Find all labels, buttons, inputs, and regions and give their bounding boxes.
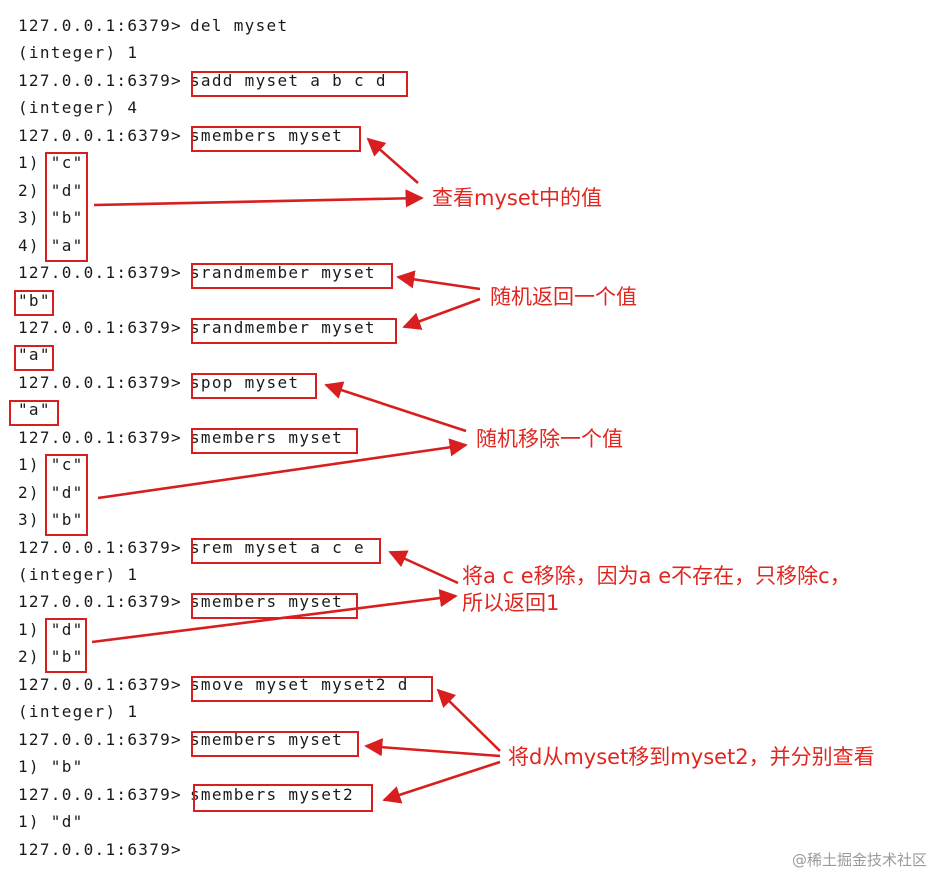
prompt: 127.0.0.1:6379> — [18, 317, 182, 337]
command-text: sadd myset a b c d — [190, 70, 387, 90]
prompt: 127.0.0.1:6379> — [18, 70, 182, 90]
command-line: 127.0.0.1:6379> — [18, 838, 190, 862]
command-text: smembers myset — [190, 729, 344, 749]
arrow-srand-1 — [396, 270, 481, 291]
box-smembers-cmd-1 — [191, 126, 361, 152]
note-srem-line2: 所以返回1 — [462, 591, 560, 615]
command-text: smembers myset — [190, 427, 344, 447]
command-line: 127.0.0.1:6379> srem myset a c e — [18, 536, 365, 560]
note-view-values: 查看myset中的值 — [432, 186, 602, 210]
note-smove: 将d从myset移到myset2，并分别查看 — [508, 745, 875, 769]
command-text: smembers myset — [190, 592, 344, 612]
note-random-return: 随机返回一个值 — [490, 285, 637, 309]
command-text: smembers myset — [190, 125, 344, 145]
output-line: (integer) 1 — [18, 43, 139, 63]
arrow-srand-2 — [402, 297, 481, 330]
prompt: 127.0.0.1:6379> — [18, 263, 182, 283]
command-text: spop myset — [190, 372, 300, 392]
command-line: 127.0.0.1:6379> del myset — [18, 14, 288, 38]
command-text: del myset — [190, 16, 289, 35]
box-result-b — [14, 290, 54, 316]
prompt: 127.0.0.1:6379> — [18, 125, 182, 145]
prompt: 127.0.0.1:6379> — [18, 674, 182, 694]
command-line: 127.0.0.1:6379> smove myset myset2 d — [18, 673, 409, 697]
box-members-2 — [45, 454, 88, 536]
command-line: 127.0.0.1:6379> smembers myset — [18, 124, 343, 148]
arrow-smembers-myset — [364, 738, 501, 758]
output-line: 1) "d" — [18, 812, 84, 832]
watermark: @稀土掘金技术社区 — [791, 851, 927, 869]
prompt: 127.0.0.1:6379> — [18, 784, 182, 804]
output-line: 2) "d" — [18, 180, 84, 200]
note-random-remove: 随机移除一个值 — [476, 427, 623, 451]
output-line: "a" — [18, 400, 51, 420]
box-srem-cmd — [191, 538, 381, 564]
box-smembers-cmd-3 — [191, 593, 358, 619]
output-line: 3) "b" — [18, 208, 84, 228]
command-text: srandmember myset — [190, 317, 376, 337]
prompt: 127.0.0.1:6379> — [18, 537, 182, 557]
box-members-3 — [45, 618, 87, 673]
output-line: 3) "b" — [18, 510, 84, 530]
command-text: srandmember myset — [190, 263, 376, 283]
arrow-view-values — [93, 189, 424, 208]
note-srem-line1: 将a c e移除，因为a e不存在，只移除c， — [462, 564, 851, 588]
box-smove-cmd — [191, 676, 433, 702]
arrow-spop — [324, 381, 467, 433]
prompt: 127.0.0.1:6379> — [18, 839, 182, 859]
output-line: 1) "c" — [18, 455, 84, 475]
command-line: 127.0.0.1:6379> smembers myset — [18, 728, 343, 752]
box-smembers-cmd-2 — [191, 428, 358, 454]
command-line: 127.0.0.1:6379> smembers myset — [18, 426, 343, 450]
command-text: smembers myset2 — [190, 784, 354, 804]
command-line: 127.0.0.1:6379> smembers myset — [18, 590, 343, 614]
prompt: 127.0.0.1:6379> — [18, 16, 182, 35]
box-spop-cmd — [191, 373, 317, 399]
prompt: 127.0.0.1:6379> — [18, 372, 182, 392]
prompt: 127.0.0.1:6379> — [18, 427, 182, 447]
output-line: 1) "c" — [18, 153, 84, 173]
box-result-a-2 — [9, 400, 59, 426]
arrow-remaining — [97, 438, 468, 500]
output-line: 1) "d" — [18, 619, 84, 639]
output-line: "a" — [18, 345, 51, 365]
prompt: 127.0.0.1:6379> — [18, 729, 182, 749]
command-line: 127.0.0.1:6379> spop myset — [18, 371, 299, 395]
prompt: 127.0.0.1:6379> — [18, 592, 182, 612]
arrow-view-cmd — [366, 137, 419, 184]
output-line: (integer) 1 — [18, 702, 139, 722]
output-line: (integer) 1 — [18, 565, 139, 584]
command-line: 127.0.0.1:6379> smembers myset2 — [18, 783, 354, 807]
output-line: 1) "b" — [18, 757, 84, 777]
output-line: 2) "d" — [18, 482, 84, 502]
box-smembers-cmd-4 — [191, 731, 359, 757]
command-text: smove myset myset2 d — [190, 674, 409, 694]
command-line: 127.0.0.1:6379> srandmember myset — [18, 261, 376, 285]
output-line: (integer) 4 — [18, 98, 139, 118]
command-line: 127.0.0.1:6379> sadd myset a b c d — [18, 69, 387, 93]
box-srandmember-cmd-1 — [191, 263, 393, 289]
command-line: 127.0.0.1:6379> srandmember myset — [18, 316, 376, 340]
arrow-srem — [388, 550, 459, 585]
box-smembers-cmd-5 — [193, 784, 373, 812]
arrow-srem-result — [91, 589, 458, 644]
output-line: "b" — [18, 290, 51, 310]
box-sadd-cmd — [191, 71, 408, 97]
arrow-smove — [436, 688, 501, 752]
command-text: srem myset a c e — [190, 537, 365, 557]
output-line: 4) "a" — [18, 235, 84, 255]
box-result-a-1 — [14, 345, 54, 371]
output-line: 2) "b" — [18, 647, 84, 667]
arrow-smembers-myset2 — [382, 760, 501, 804]
box-members-1 — [45, 152, 88, 262]
box-srandmember-cmd-2 — [191, 318, 397, 344]
